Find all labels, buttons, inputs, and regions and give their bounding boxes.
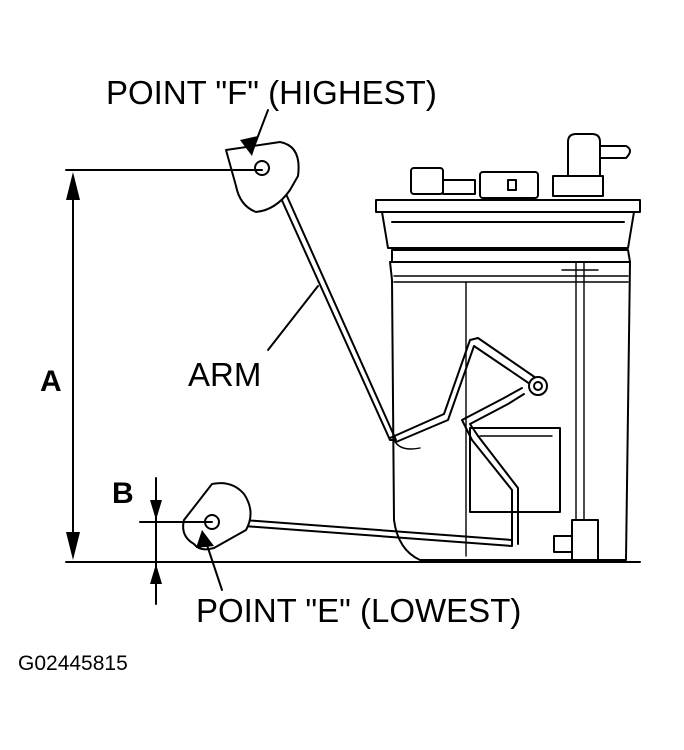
connector-pin bbox=[507, 179, 517, 191]
point-e-arrow bbox=[196, 530, 214, 548]
reservoir bbox=[389, 261, 631, 561]
sender-module bbox=[375, 133, 641, 561]
dim-a-arrow-up bbox=[66, 172, 80, 200]
flange-skirt bbox=[381, 211, 635, 249]
bottom-clip bbox=[571, 519, 599, 561]
point-f-arrow bbox=[240, 136, 258, 156]
arm-rod-lower bbox=[243, 519, 513, 547]
figure-code: G02445815 bbox=[18, 652, 128, 675]
arm-linkage-upper bbox=[389, 337, 537, 439]
leaders bbox=[196, 109, 319, 591]
arm-leader bbox=[267, 285, 319, 351]
dim-b-arrow-down bbox=[150, 500, 162, 520]
arm-rod bbox=[279, 193, 397, 441]
arm-label: ARM bbox=[188, 356, 261, 393]
vent-base bbox=[442, 179, 476, 195]
float-pivot-top bbox=[254, 160, 270, 176]
point-f-label: POINT "F" (HIGHEST) bbox=[106, 74, 437, 111]
float-arm-highest bbox=[225, 141, 537, 443]
arm-linkage-lower bbox=[461, 387, 523, 541]
bottom-tab bbox=[553, 535, 573, 553]
outlet-nozzle bbox=[599, 145, 631, 159]
flange-top bbox=[375, 199, 641, 213]
vent-fitting bbox=[410, 167, 444, 195]
inner-bracket bbox=[469, 427, 561, 513]
dim-a-label: A bbox=[40, 365, 62, 398]
point-e-label: POINT "E" (LOWEST) bbox=[196, 592, 521, 629]
dim-b-arrow-up bbox=[150, 564, 162, 584]
float-arm-lowest bbox=[182, 376, 548, 551]
dim-a-arrow-down bbox=[66, 532, 80, 560]
float-highest bbox=[225, 141, 300, 213]
dim-b-label: B bbox=[112, 477, 134, 510]
outlet-base bbox=[552, 175, 604, 197]
outlet-pipe bbox=[567, 133, 601, 179]
dimension-a: A bbox=[40, 169, 641, 563]
dimension-b: B bbox=[112, 477, 213, 605]
